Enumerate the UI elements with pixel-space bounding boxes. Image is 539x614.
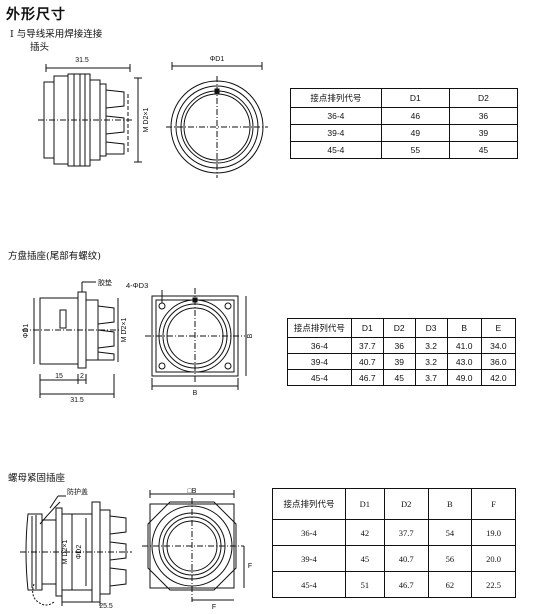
gasket-label: 胶垫 [98,278,112,287]
table-cell: 45-4 [272,571,346,598]
section1-title: I 与导线采用焊接连接 [10,29,103,40]
table-cell: 36-4 [290,107,382,125]
table-cell: 43.0 [446,353,482,370]
table-header: D3 [414,318,448,338]
table-header: 接点排列代号 [290,88,382,108]
table-cell: 36.0 [480,353,517,370]
nut-f-side-dim: F [248,563,252,570]
receptacle-15-dim: 15 [55,373,63,380]
nut-thread-dim: M D2×1 [62,540,69,565]
table-cell: 51 [344,571,385,598]
table-cell: 36-4 [272,519,346,546]
receptacle-thread-dim: M D2×1 [121,318,128,343]
table-cell: 3.2 [414,337,448,354]
table-cell: 3.7 [414,369,448,386]
section2-title: 方盘插座(尾部有螺纹) [8,251,101,262]
nut-255-dim: 25.5 [99,603,113,610]
table-cell: 45-4 [287,369,352,386]
table-cell: 39 [448,124,519,142]
table-header: D2 [382,318,416,338]
table-row: 36-4 46 36 [290,107,519,125]
nut-b-dim: □B [188,488,197,495]
table-cell: 36 [382,337,416,354]
table-row: 36-4 42 37.7 54 19.0 [272,519,516,546]
table-cell: 39 [382,353,416,370]
receptacle-315-dim: 31.5 [70,397,84,404]
table-cell: 39-4 [272,545,346,572]
table-row: 39-4 45 40.7 56 20.0 [272,545,516,572]
table-cell: 49 [380,124,450,142]
table-cell: 56 [427,545,473,572]
table-cell: 54 [427,519,473,546]
table-cell: 3.2 [414,353,448,370]
table-header: D1 [350,318,384,338]
table-cell: 46.7 [383,571,429,598]
table-cell: 49.0 [446,369,482,386]
table-header: F [471,488,516,520]
table-cell: 37.7 [383,519,429,546]
plug-thread-dim: M D2×1 [143,108,150,133]
table-header: 接点排列代号 [287,318,352,338]
square-receptacle-front-view: 4-ΦD3 B B [126,281,254,397]
table-row: 36-4 37.7 36 3.2 41.0 34.0 [287,337,517,354]
square-receptacle-spec-table: 接点排列代号 D1 D2 D3 B E 36-4 37.7 36 3.2 41.… [287,318,517,386]
section3-title: 螺母紧固插座 [8,473,66,484]
table-cell: 45 [448,141,519,159]
holes-dim: 4-ΦD3 [126,281,148,290]
cap-label: 防护盖 [67,487,88,496]
table-cell: 19.0 [471,519,516,546]
nut-receptacle-side-view: 防护盖 M D2×1 ΦD2 25.5 [20,487,150,610]
table-row: 39-4 49 39 [290,124,519,142]
table-cell: 20.0 [471,545,516,572]
table-cell: 55 [380,141,450,159]
table-cell: 45-4 [290,141,382,159]
table-cell: 45 [344,545,385,572]
table-cell: 42.0 [480,369,517,386]
section1-subtitle: 插头 [30,42,50,53]
table-header: D2 [383,488,429,520]
table-header: D1 [380,88,450,108]
table-cell: 42 [344,519,385,546]
plug-front-view: ΦD1 [162,56,272,182]
table-cell: 34.0 [480,337,517,354]
square-receptacle-side-view: ΦD1 M D2×1 15 2 31.5 胶垫 [22,278,128,404]
nut-f-bottom-dim: F [212,604,216,611]
table-cell: 36-4 [287,337,352,354]
receptacle-2-dim: 2 [80,373,84,380]
table-header: 接点排列代号 [272,488,346,520]
receptacle-b-side-dim: B [247,333,254,338]
table-header: D1 [344,488,385,520]
table-cell: 45 [382,369,416,386]
plug-width-dim: 31.5 [75,57,89,64]
table-header: E [480,318,517,338]
table-cell: 40.7 [383,545,429,572]
table-cell: 62 [427,571,473,598]
table-row: 45-4 51 46.7 62 22.5 [272,571,516,598]
nut-d2-dim: ΦD2 [76,545,83,560]
receptacle-b-bottom-dim: B [193,390,198,397]
table-header: B [446,318,482,338]
plug-d1-dim: ΦD1 [210,56,225,63]
table-cell: 46 [380,107,450,125]
receptacle-d1-dim: ΦD1 [23,324,30,339]
nut-receptacle-spec-table: 接点排列代号 D1 D2 B F 36-4 42 37.7 54 19.0 39… [272,488,516,598]
table-cell: 41.0 [446,337,482,354]
table-cell: 40.7 [350,353,384,370]
nut-receptacle-front-view: □B F F [140,488,252,611]
table-cell: 39-4 [287,353,352,370]
table-row: 39-4 40.7 39 3.2 43.0 36.0 [287,353,517,370]
table-cell: 39-4 [290,124,382,142]
plug-spec-table: 接点排列代号 D1 D2 36-4 46 36 39-4 49 39 45-4 … [290,88,519,159]
table-cell: 36 [448,107,519,125]
table-header: B [427,488,473,520]
table-cell: 37.7 [350,337,384,354]
table-row: 45-4 46.7 45 3.7 49.0 42.0 [287,369,517,386]
plug-side-view: 31.5 M D2×1 [38,57,150,180]
table-cell: 22.5 [471,571,516,598]
table-row: 45-4 55 45 [290,141,519,159]
table-header: D2 [448,88,519,108]
page-heading: 外形尺寸 [6,7,66,23]
table-cell: 46.7 [350,369,384,386]
